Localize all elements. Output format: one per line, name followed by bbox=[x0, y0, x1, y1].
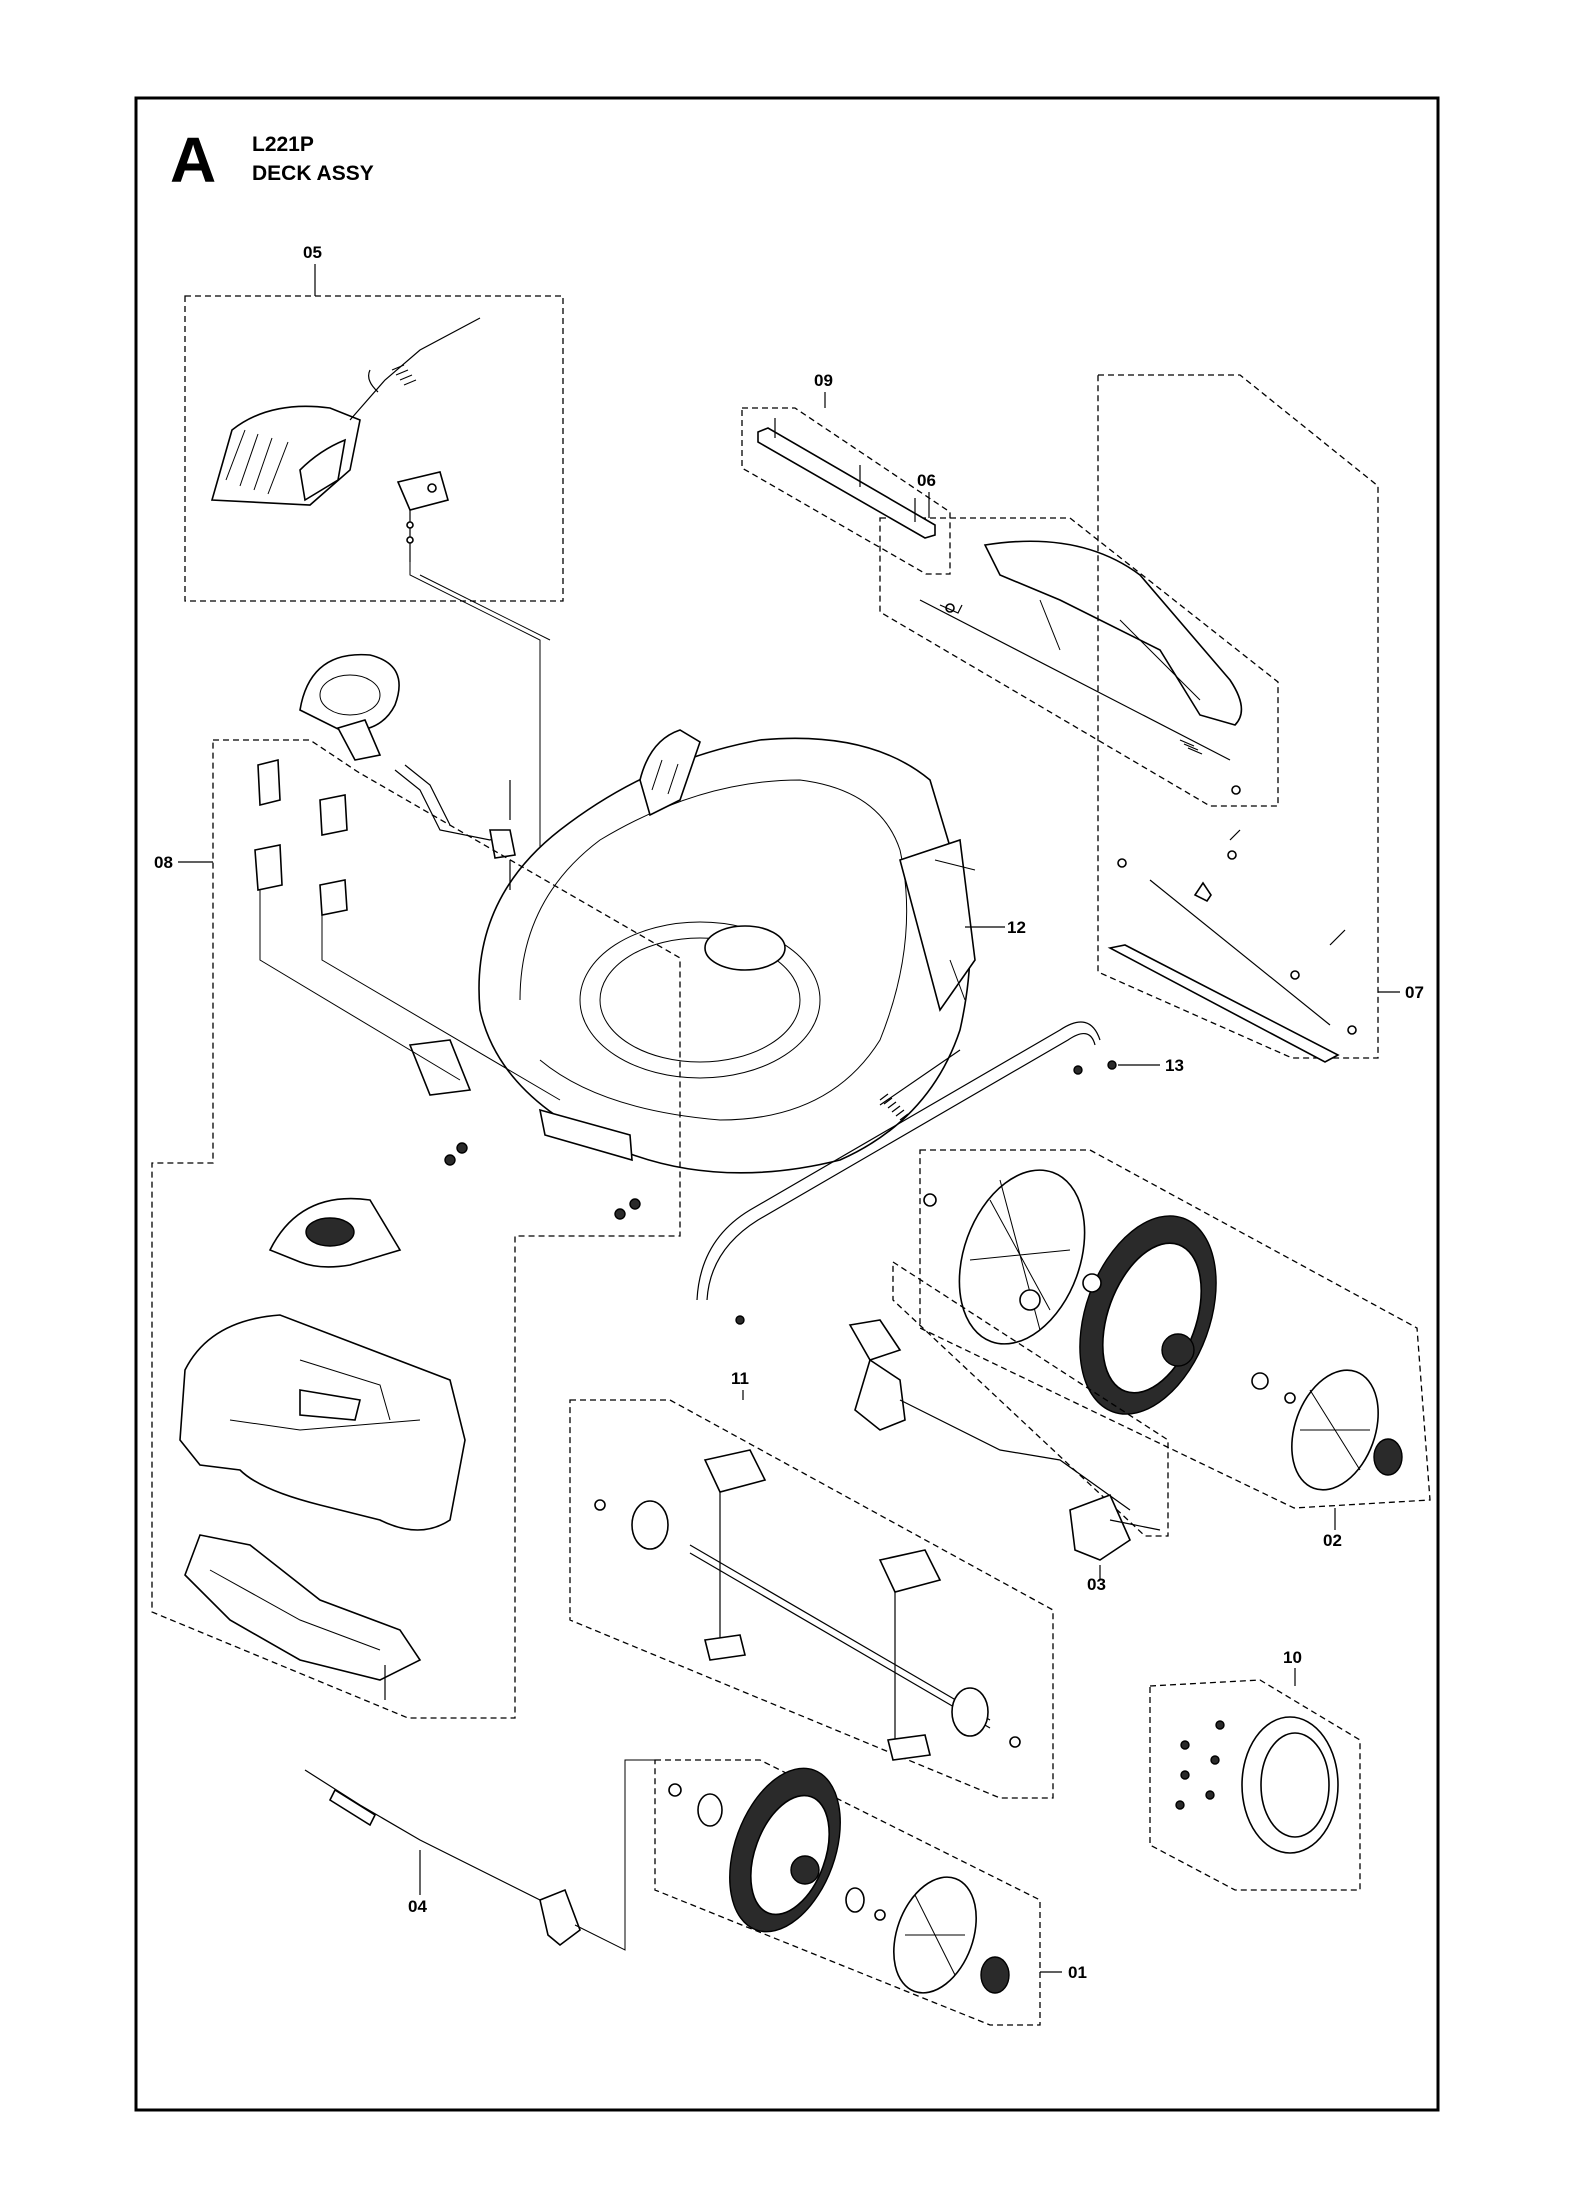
callout-03: 03 bbox=[1087, 1575, 1106, 1594]
callout-08: 08 bbox=[154, 853, 173, 872]
part-group-08: 08 bbox=[151, 739, 681, 1719]
callout-11: 11 bbox=[731, 1369, 749, 1388]
part-group-01: 01 bbox=[654, 1759, 1087, 2026]
callout-04: 04 bbox=[408, 1897, 427, 1916]
rear-bar bbox=[696, 1021, 1101, 1325]
part-group-11: 11 bbox=[569, 1369, 1054, 1799]
part-12-deck: 12 bbox=[408, 737, 1026, 1220]
callout-07: 07 bbox=[1405, 983, 1424, 1002]
part-group-07: 07 bbox=[1097, 374, 1424, 1063]
part-13: 13 bbox=[1107, 1056, 1184, 1075]
callout-06: 06 bbox=[917, 471, 936, 490]
callout-13: 13 bbox=[1165, 1056, 1184, 1075]
section-letter: A bbox=[170, 124, 216, 196]
callout-10: 10 bbox=[1283, 1648, 1302, 1667]
part-group-09: 09 bbox=[741, 371, 951, 575]
diagram-frame bbox=[134, 96, 1440, 2112]
part-group-05: 05 bbox=[184, 243, 564, 1000]
assembly-title: DECK ASSY bbox=[252, 162, 374, 185]
callout-02: 02 bbox=[1323, 1531, 1342, 1550]
part-04-cable: 04 bbox=[304, 1759, 655, 1951]
side-flap bbox=[639, 729, 701, 817]
callout-09: 09 bbox=[814, 371, 833, 390]
part-group-03: 03 bbox=[848, 1260, 1169, 1594]
height-lever bbox=[299, 653, 516, 890]
part-group-02: 02 bbox=[919, 1149, 1431, 1550]
part-group-10: 10 bbox=[1149, 1648, 1361, 1891]
part-group-06: 06 bbox=[879, 471, 1279, 807]
callout-05: 05 bbox=[303, 243, 322, 262]
model-label: L221P bbox=[252, 133, 314, 156]
callout-12: 12 bbox=[1007, 918, 1026, 937]
callout-01: 01 bbox=[1068, 1963, 1087, 1982]
